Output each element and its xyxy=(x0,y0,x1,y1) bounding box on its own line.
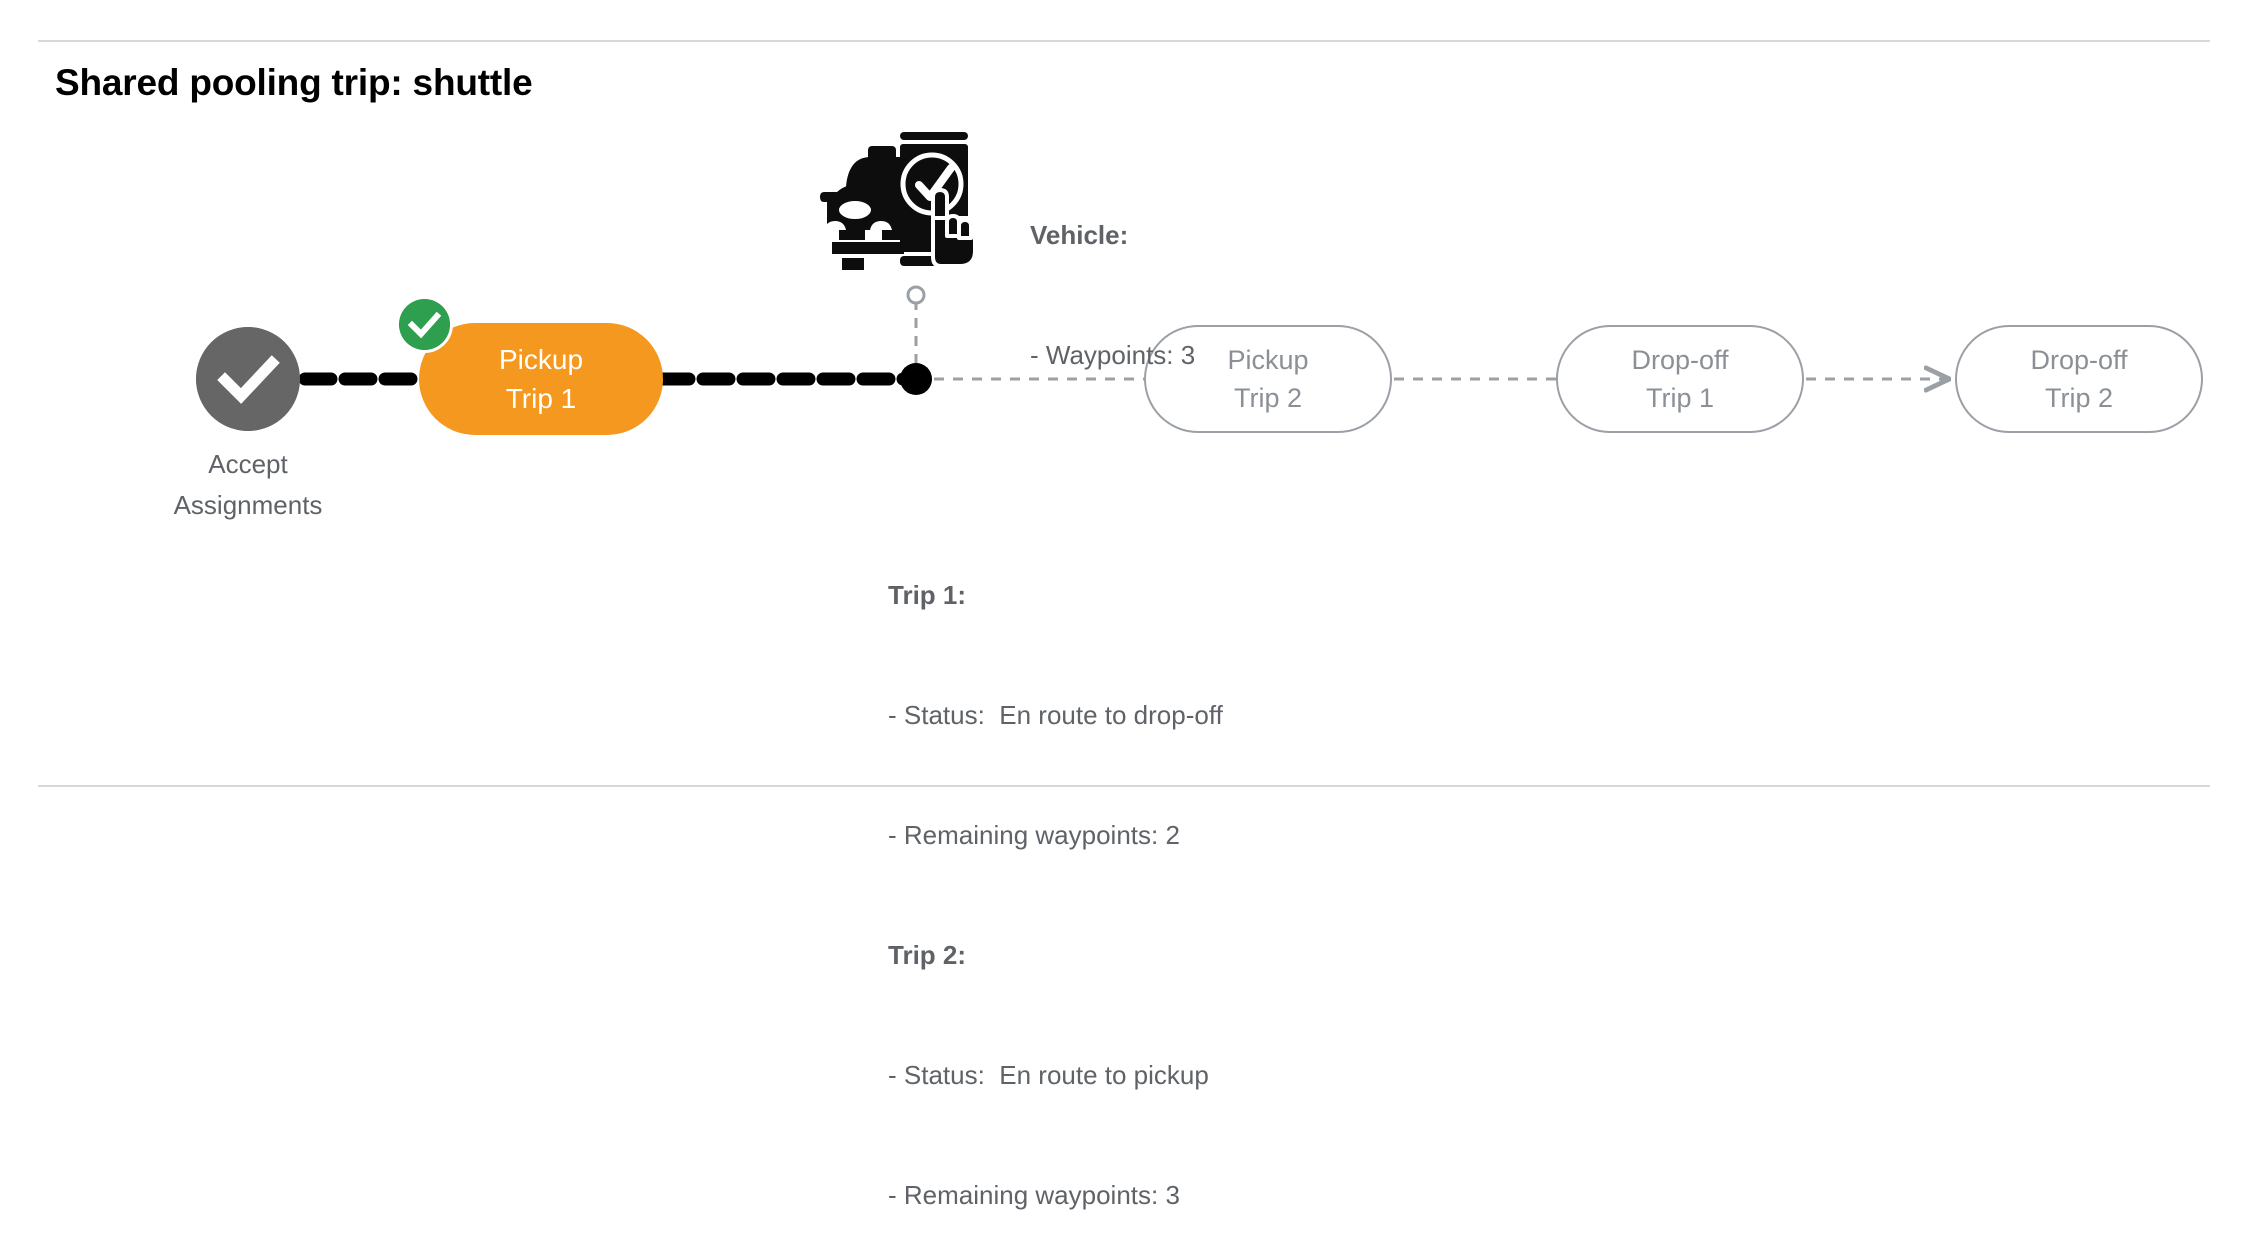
stop-pickup-trip-2[interactable]: Pickup Trip 2 xyxy=(1144,325,1392,433)
stop-pickup-trip-1[interactable]: Pickup Trip 1 xyxy=(419,323,663,435)
trip-2-heading: Trip 2: xyxy=(888,940,967,970)
stop-drop-off-trip-2-line1: Drop-off xyxy=(2030,345,2128,375)
vehicle-anchor-circle xyxy=(906,285,926,305)
vehicle-phone-check-icon xyxy=(820,132,977,270)
trip-2-status: - Status: En route to pickup xyxy=(888,1060,1209,1090)
top-divider xyxy=(38,40,2210,42)
bottom-divider xyxy=(38,785,2210,787)
trip-1-heading: Trip 1: xyxy=(888,580,967,610)
stop-pickup-trip-2-line1: Pickup xyxy=(1227,345,1309,375)
stop-pickup-trip-2-line2: Trip 2 xyxy=(1233,383,1302,413)
stop-pickup-trip-1-line2: Trip 1 xyxy=(505,383,577,414)
vehicle-position-dot xyxy=(900,363,932,395)
stop-drop-off-trip-1-line1: Drop-off xyxy=(1631,345,1729,375)
accept-label-line2: Assignments xyxy=(173,490,323,520)
accept-label-line1: Accept xyxy=(208,449,288,479)
check-circle-icon xyxy=(196,327,300,431)
page-title: Shared pooling trip: shuttle xyxy=(55,62,533,103)
stop-drop-off-trip-1-line2: Trip 1 xyxy=(1645,383,1714,413)
vehicle-info-block: Vehicle: - Waypoints: 3 xyxy=(1030,135,1195,415)
stop-drop-off-trip-2[interactable]: Drop-off Trip 2 xyxy=(1955,325,2203,433)
trip-1-status: - Status: En route to drop-off xyxy=(888,700,1223,730)
trip-1-remaining-waypoints: - Remaining waypoints: 2 xyxy=(888,820,1180,850)
stop-drop-off-trip-2-line2: Trip 2 xyxy=(2044,383,2113,413)
check-badge-icon xyxy=(399,299,450,350)
trip-2-remaining-waypoints: - Remaining waypoints: 3 xyxy=(888,1180,1180,1210)
vehicle-info-heading: Vehicle: xyxy=(1030,220,1129,250)
timeline-connectors xyxy=(298,285,2245,395)
trip-info-block: Trip 1: - Status: En route to drop-off -… xyxy=(888,495,1223,1255)
stop-pickup-trip-1-line1: Pickup xyxy=(498,344,584,375)
stop-drop-off-trip-1[interactable]: Drop-off Trip 1 xyxy=(1556,325,1804,433)
vehicle-info-waypoints: - Waypoints: 3 xyxy=(1030,340,1196,370)
sidebar-item-accept-assignments[interactable] xyxy=(196,327,300,431)
accept-assignments-label: Accept Assignments xyxy=(98,444,398,526)
